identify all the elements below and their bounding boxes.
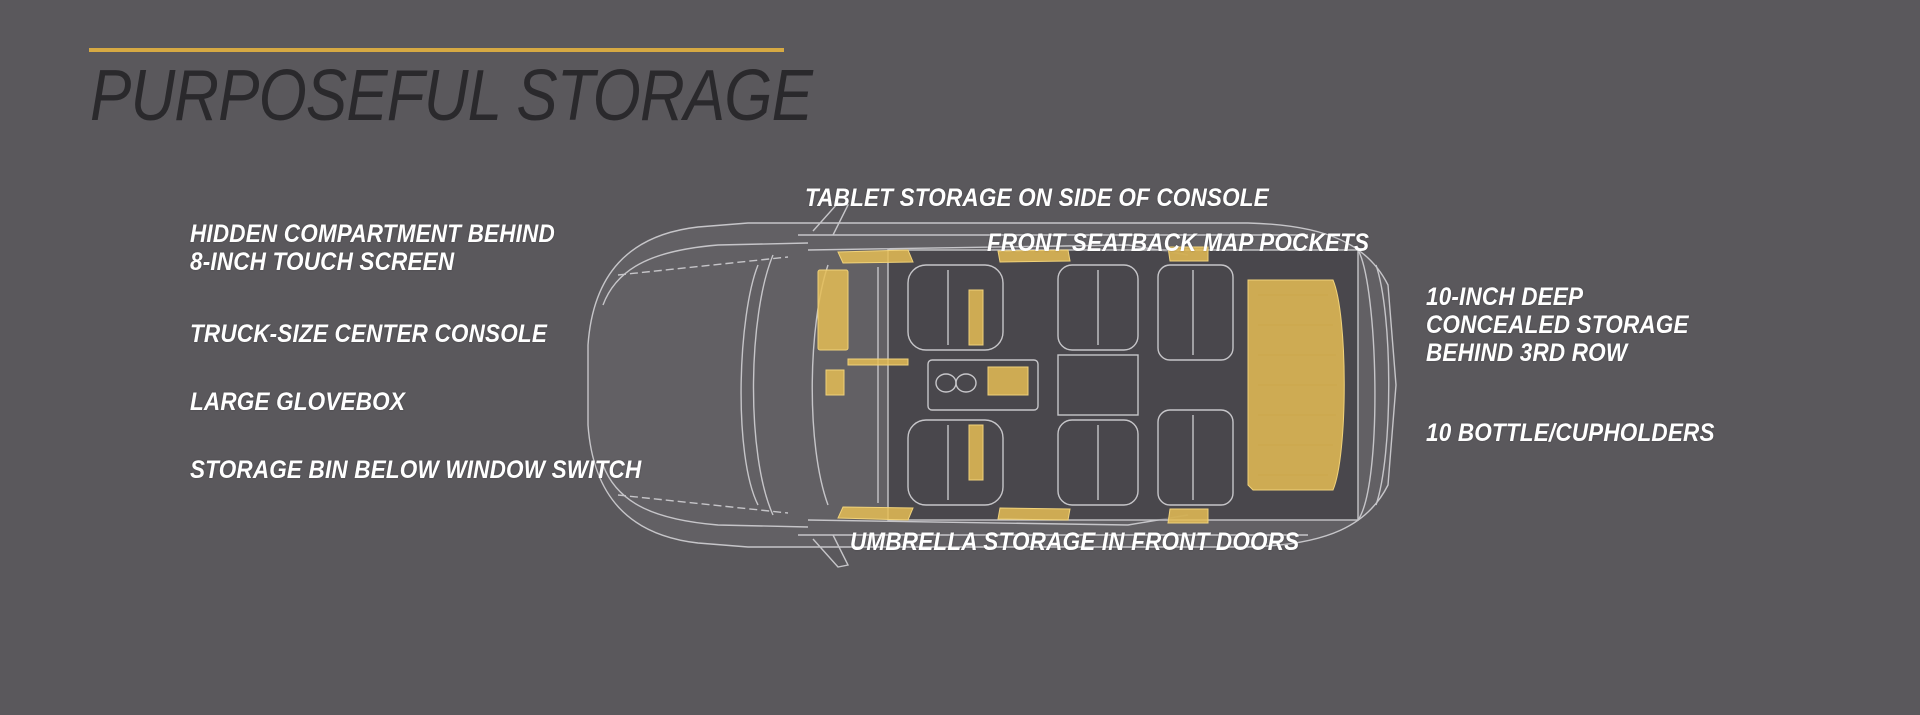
callout-cupholders: 10 BOTTLE/CUPHOLDERS	[1426, 419, 1715, 447]
callout-tablet-storage: TABLET STORAGE ON SIDE OF CONSOLE	[805, 184, 1269, 212]
callout-map-pockets: FRONT SEATBACK MAP POCKETS	[987, 229, 1370, 257]
callout-glovebox: LARGE GLOVEBOX	[190, 388, 406, 416]
callout-storage-bin: STORAGE BIN BELOW WINDOW SWITCH	[190, 456, 642, 484]
callout-deep-storage: 10-INCH DEEP CONCEALED STORAGE BEHIND 3R…	[1426, 283, 1689, 367]
callout-center-console: TRUCK-SIZE CENTER CONSOLE	[190, 320, 548, 348]
vehicle-cutaway-diagram	[587, 202, 1397, 568]
callout-umbrella-storage: UMBRELLA STORAGE IN FRONT DOORS	[850, 528, 1300, 556]
callout-hidden-compartment: HIDDEN COMPARTMENT BEHIND 8-INCH TOUCH S…	[190, 220, 555, 276]
page-title: PURPOSEFUL STORAGE	[90, 56, 813, 136]
title-accent-rule	[89, 48, 784, 52]
